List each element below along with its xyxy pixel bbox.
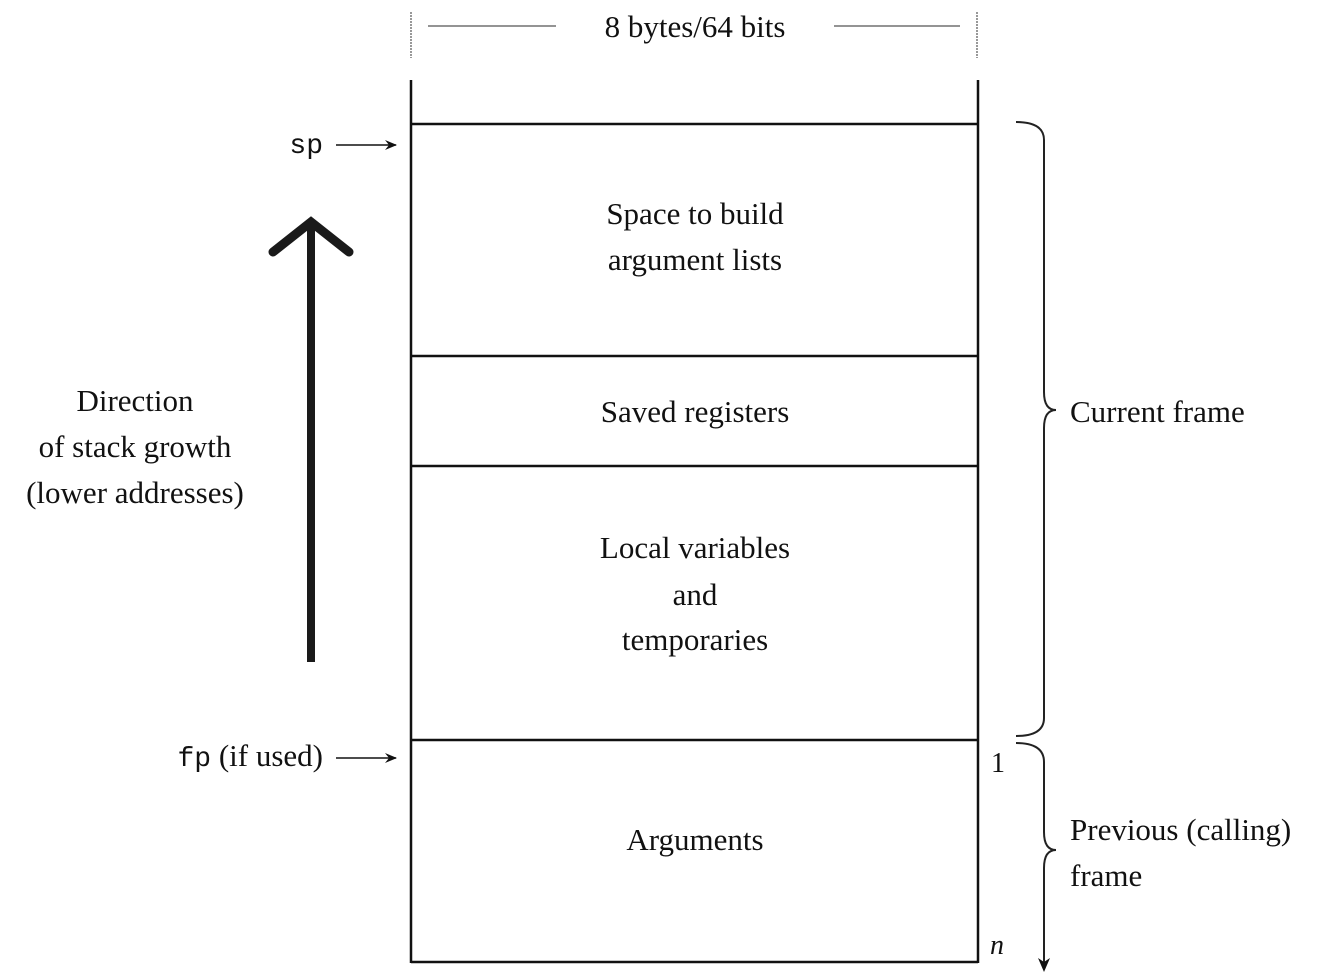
sp-label: sp [289,131,323,162]
index-last-label: n [990,930,1004,961]
previous-frame-label-line: Previous (calling) [1070,812,1291,847]
fp-pointer: fp (if used) [177,738,397,775]
stack-box [409,80,980,964]
segment-arg-build: Space to build argument lists [606,196,784,277]
width-dimension: 8 bytes/64 bits [410,9,978,58]
previous-frame-arrow-icon [1038,958,1050,972]
growth-label: Direction of stack growth (lower address… [26,383,244,510]
fp-suffix: (if used) [211,738,323,773]
segment-label-line: and [673,577,718,612]
fp-name: fp [177,744,211,775]
index-first-label: 1 [991,748,1005,779]
growth-label-line: Direction [76,383,194,418]
segment-arguments: Arguments [626,822,763,857]
sp-pointer: sp [289,131,397,162]
segment-saved-registers: Saved registers [601,394,790,429]
segment-label-line: temporaries [622,622,768,657]
growth-label-line: (lower addresses) [26,475,244,510]
growth-label-line: of stack growth [39,429,232,464]
previous-frame-label-line: frame [1070,858,1142,893]
current-frame-label: Current frame [1070,394,1245,429]
fp-label: fp (if used) [177,738,323,775]
current-frame-brace-icon [1015,121,1057,737]
width-label: 8 bytes/64 bits [605,9,786,44]
previous-frame-brace-icon [1015,742,1057,972]
stack-growth-arrow-icon [268,216,354,662]
segment-label-line: Space to build [606,196,784,231]
growth-arrow-head [268,216,354,257]
segment-label-line: Saved registers [601,394,790,429]
segment-label-line: Arguments [626,822,763,857]
segment-label-line: argument lists [608,242,782,277]
segment-locals: Local variables and temporaries [600,530,790,657]
segment-label-line: Local variables [600,530,790,565]
